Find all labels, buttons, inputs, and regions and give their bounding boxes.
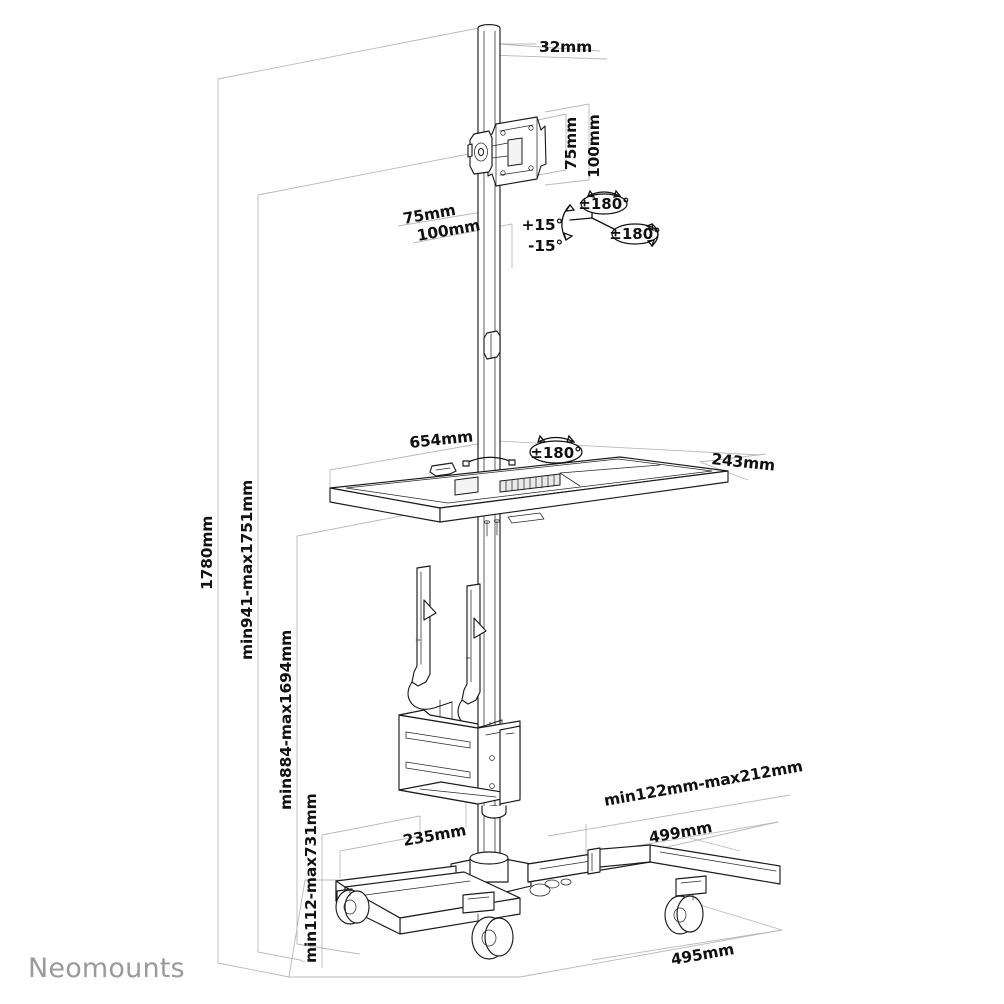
cable-clip: [483, 330, 501, 360]
cpu-width-label: 235mm: [402, 821, 468, 850]
pole-diameter-label: 32mm: [539, 38, 592, 56]
base-width-label: 495mm: [670, 940, 736, 969]
cpu-height-range-label: min112-max731mm: [302, 793, 320, 963]
tilt-down-label: -15°: [528, 237, 563, 255]
monitor-movement-indicators: ±180° ±180° +15° -15°: [521, 189, 661, 255]
worksurface-width-label: 654mm: [409, 427, 474, 452]
monitor-height-range-label: min884-max1694mm: [277, 630, 295, 810]
workstation-assembly: [329, 24, 781, 960]
vesa-monitor-mount: [467, 116, 547, 187]
keyboard-work-surface: [329, 456, 729, 537]
cross-base: [335, 844, 781, 935]
cpu-holder: [398, 565, 521, 819]
worksurface-swivel-label: ±180°: [530, 444, 581, 462]
worksurface-height-range-label: min941-max1751mm: [238, 480, 256, 660]
rotation-side-label: ±180°: [609, 225, 660, 243]
vesa-vertical-100-label: 100mm: [585, 114, 603, 178]
tilt-up-label: +15°: [521, 216, 563, 234]
vesa-vertical-75-label: 75mm: [562, 117, 580, 170]
cpu-depth-range-label: min122mm-max212mm: [603, 757, 805, 810]
worksurface-swivel-indicator: ±180°: [529, 434, 583, 464]
total-height-label: 1780mm: [198, 516, 216, 590]
caster-wheels: [335, 875, 707, 960]
neomounts-logo: Neomounts: [28, 953, 185, 984]
base-depth-label: 499mm: [648, 818, 714, 847]
rotation-top-label: ±180°: [578, 195, 629, 213]
rotation-badge-top: [580, 193, 628, 215]
